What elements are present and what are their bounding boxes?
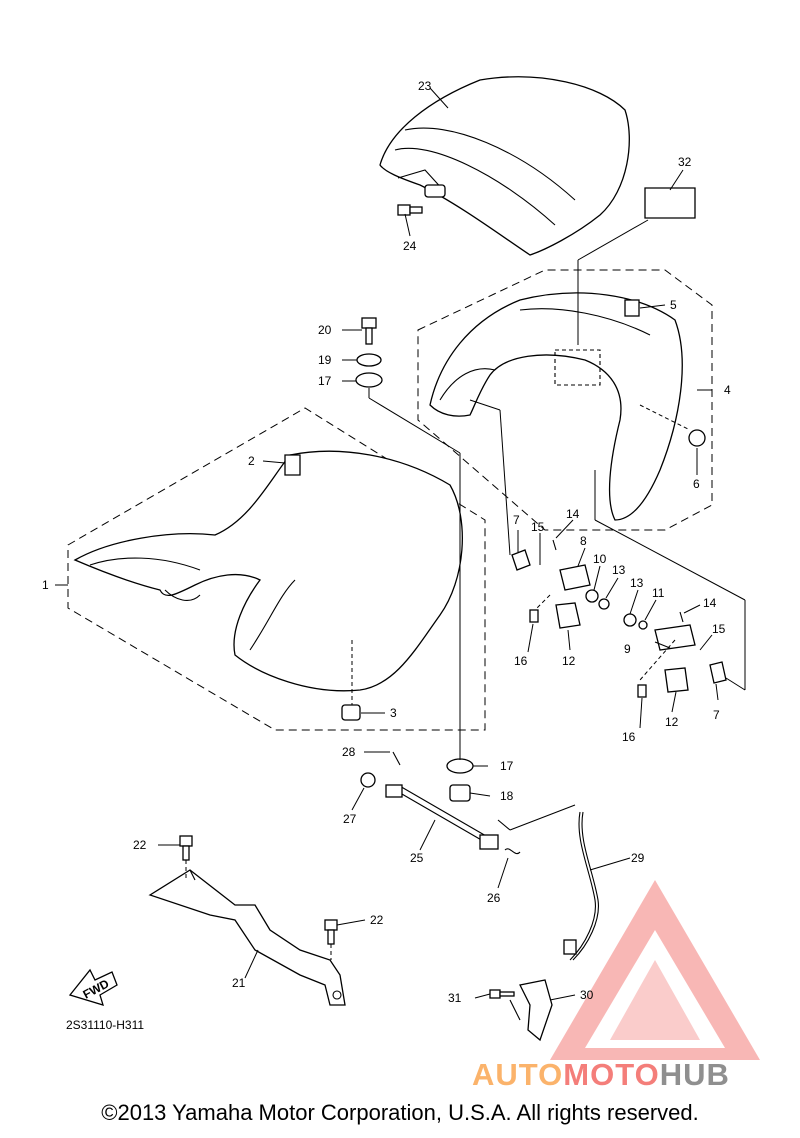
callout-14-right: 14 — [703, 596, 717, 610]
callout-10: 10 — [593, 552, 607, 566]
callout-13-a: 13 — [612, 563, 626, 577]
callout-17-lower: 17 — [500, 759, 514, 773]
nut-6 — [688, 429, 706, 447]
callout-7-left: 7 — [513, 513, 520, 527]
callout-21: 21 — [232, 976, 246, 990]
callout-15-left: 15 — [531, 520, 545, 534]
callout-23: 23 — [418, 79, 432, 93]
callout-17-upper: 17 — [318, 374, 332, 388]
caution-label — [644, 187, 696, 219]
callout-29: 29 — [631, 851, 645, 865]
washer-19 — [356, 353, 382, 367]
forward-arrow-icon — [68, 968, 118, 1006]
callout-11: 11 — [652, 586, 665, 600]
callout-20: 20 — [318, 323, 332, 337]
watermark-hub: HUB — [659, 1057, 730, 1092]
callout-4: 4 — [724, 383, 731, 397]
watermark-moto: MOTO — [563, 1057, 660, 1092]
callout-31: 31 — [448, 991, 462, 1005]
leader-lines — [55, 87, 746, 1001]
callout-1: 1 — [42, 578, 49, 592]
collar-18 — [449, 784, 471, 802]
callout-16-right: 16 — [622, 730, 636, 744]
release-lever — [509, 979, 553, 1042]
callout-12-right: 12 — [665, 715, 679, 729]
callout-32: 32 — [678, 155, 692, 169]
seat-lock-cable — [563, 811, 599, 961]
callout-6: 6 — [693, 477, 700, 491]
callout-8: 8 — [580, 534, 587, 548]
callout-28: 28 — [342, 745, 356, 759]
rear-seat-frame — [429, 292, 683, 521]
callout-19: 19 — [318, 353, 332, 367]
damper-17-upper — [355, 372, 383, 388]
bolt-20 — [361, 317, 377, 345]
callout-22-right: 22 — [370, 913, 384, 927]
bolt-24 — [397, 204, 423, 216]
seat-assembly-group-outline — [67, 407, 486, 731]
bolt-31 — [489, 989, 515, 999]
lock-rod-assembly — [360, 751, 521, 855]
callout-2: 2 — [248, 454, 255, 468]
bolt-22-right — [324, 919, 338, 945]
rider-seat — [73, 450, 463, 692]
callout-9: 9 — [624, 642, 631, 656]
callout-16-left: 16 — [514, 654, 528, 668]
callout-27: 27 — [343, 812, 357, 826]
copyright-notice: ©2013 Yamaha Motor Corporation, U.S.A. A… — [101, 1100, 699, 1125]
callout-3: 3 — [390, 706, 397, 720]
callout-5: 5 — [670, 298, 677, 312]
callout-15-right: 15 — [712, 622, 726, 636]
bolt-22-left — [179, 835, 193, 861]
watermark-triangle-icon — [550, 880, 760, 1060]
callout-14-left: 14 — [566, 507, 580, 521]
seat-bracket — [148, 869, 346, 1006]
damper-17-lower — [446, 758, 474, 774]
passenger-seat-cushion — [379, 76, 630, 256]
seat-damper — [341, 704, 361, 721]
callout-7-right: 7 — [713, 708, 720, 722]
callout-22-left: 22 — [133, 838, 147, 852]
callout-30: 30 — [580, 988, 594, 1002]
watermark-logo: AUTOMOTOHUB — [472, 1057, 730, 1093]
diagram-code: 2S31110-H311 — [66, 1018, 145, 1032]
callout-13-b: 13 — [630, 576, 644, 590]
callout-labels: 23 32 24 20 19 17 5 4 6 2 1 3 7 15 14 8 … — [42, 79, 731, 1005]
callout-25: 25 — [410, 851, 424, 865]
watermark-auto: AUTO — [472, 1057, 564, 1092]
callout-12-left: 12 — [562, 654, 576, 668]
callout-18: 18 — [500, 789, 514, 803]
callout-26: 26 — [487, 891, 501, 905]
callout-24: 24 — [403, 239, 417, 253]
